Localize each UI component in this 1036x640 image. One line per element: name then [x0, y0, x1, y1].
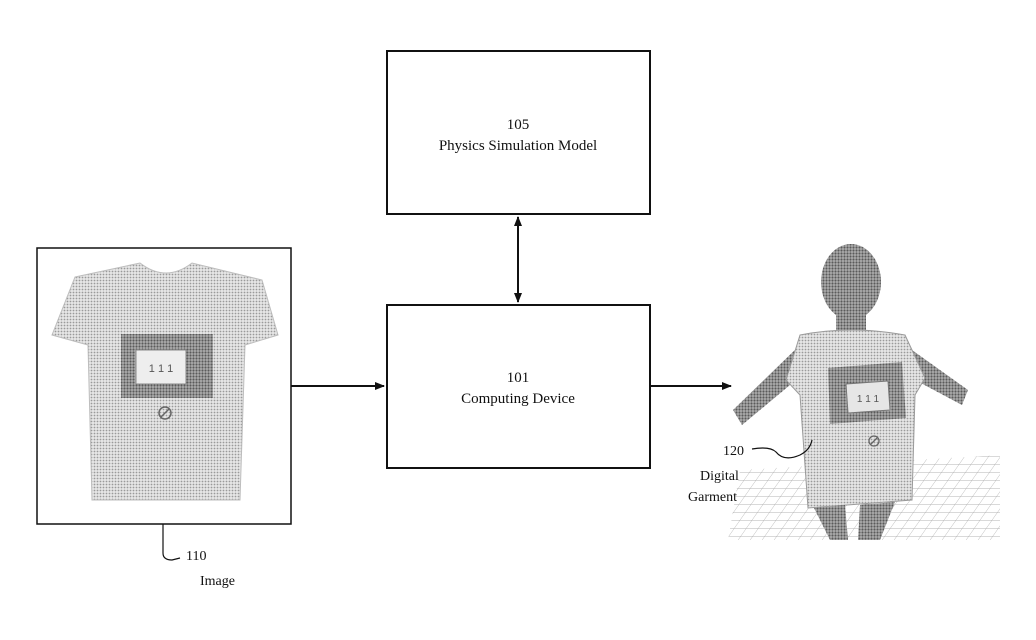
garment-label-line2: Garment — [688, 490, 737, 505]
image-ref: 110 — [186, 549, 206, 564]
computing-device-ref: 101 — [507, 370, 530, 386]
image-node: 1 1 1 — [36, 247, 292, 525]
mannequin-left-arm — [733, 345, 808, 425]
digital-garment-render: 1 1 1 — [728, 244, 1000, 540]
tshirt-picture: 1 1 1 — [51, 262, 279, 501]
computing-device-node: 101 Computing Device — [386, 304, 651, 469]
garment-label-line1: Digital — [700, 469, 739, 484]
physics-model-ref: 105 — [507, 117, 530, 133]
tshirt-print-text: 1 1 1 — [149, 363, 173, 375]
image-leader-line — [162, 524, 181, 561]
image-label: Image — [200, 574, 235, 589]
garment-ref: 120 — [723, 444, 744, 459]
garment-print-text: 1 1 1 — [857, 394, 880, 405]
physics-model-label: Physics Simulation Model — [439, 138, 597, 154]
computing-device-label: Computing Device — [461, 391, 575, 407]
mannequin-head — [821, 244, 881, 320]
garment-leader-line — [751, 439, 813, 459]
physics-simulation-model-node: 105 Physics Simulation Model — [386, 50, 651, 215]
